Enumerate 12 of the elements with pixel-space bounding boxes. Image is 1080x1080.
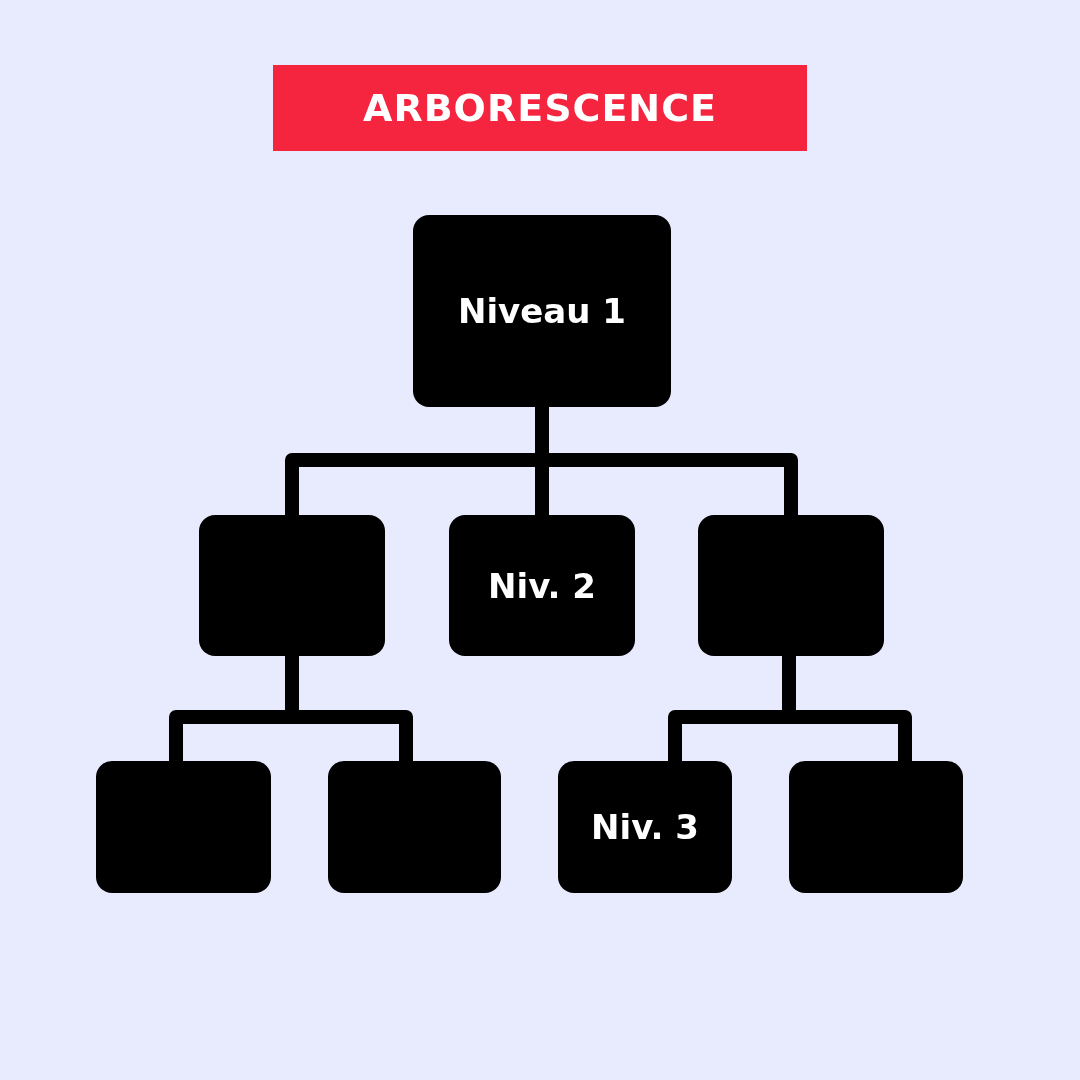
title-banner: ARBORESCENCE: [273, 65, 807, 151]
node-label: Niv. 2: [488, 565, 596, 606]
text-box: [558, 761, 732, 893]
node-label: Niv. 3: [591, 807, 699, 847]
empty-box: [199, 515, 385, 656]
empty-box: [328, 761, 501, 893]
text-box: [413, 215, 671, 407]
empty-box: [698, 515, 884, 656]
node-label: Niveau 1: [458, 291, 626, 331]
empty-box: [96, 761, 271, 893]
empty-box: [789, 761, 963, 893]
text-box: [449, 515, 635, 656]
